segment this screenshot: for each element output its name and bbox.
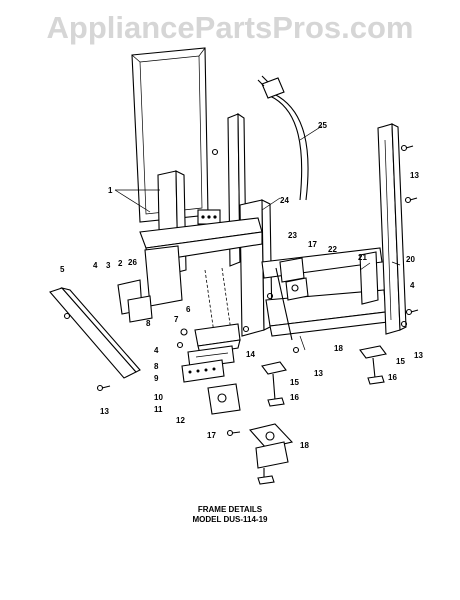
callout-label: 7 [174, 315, 179, 324]
callout-label: 17 [308, 240, 317, 249]
bottom-bracket-part [248, 423, 294, 485]
callout-label: 12 [176, 416, 185, 425]
callout-label: 13 [414, 351, 423, 360]
callout-label: 13 [410, 171, 419, 180]
callout-label: 15 [396, 357, 405, 366]
side-rail-part [377, 123, 407, 335]
callout-label: 8 [146, 319, 151, 328]
callout-label: 3 [106, 261, 111, 270]
callout-label: 25 [318, 121, 327, 130]
callout-label: 17 [207, 431, 216, 440]
callout-label: 22 [328, 245, 337, 254]
callout-label: 14 [246, 350, 255, 359]
callout-label: 13 [314, 369, 323, 378]
callout-label: 4 [410, 281, 415, 290]
left-bracket-part [117, 279, 153, 323]
terminal-block-part [181, 359, 225, 383]
callout-label: 8 [154, 362, 159, 371]
right-rail-part [261, 247, 389, 341]
callout-label: 11 [154, 405, 163, 414]
watermark-logo: AppliancePartsPros.com [46, 10, 414, 45]
screws-part [63, 144, 419, 437]
diagram-caption: FRAME DETAILS MODEL DUS-114-19 [160, 505, 300, 525]
callout-label: 6 [186, 305, 191, 314]
callout-label: 2 [118, 259, 123, 268]
callout-label: 21 [358, 253, 367, 262]
callout-labels: 1 2 3 4 26 5 6 7 8 4 8 9 10 11 12 13 14 … [60, 121, 423, 450]
cross-frame-part [139, 217, 263, 341]
power-cord-part [257, 75, 309, 201]
callout-label: 4 [154, 346, 159, 355]
hinge-assembly-part [207, 383, 241, 415]
caption-model: MODEL DUS-114-19 [192, 515, 268, 524]
leveling-leg-part [261, 345, 387, 407]
callout-label: 15 [290, 378, 299, 387]
callout-label: 18 [334, 344, 343, 353]
callout-label: 18 [300, 441, 309, 450]
callout-label: 10 [154, 393, 163, 402]
callout-label: 13 [100, 407, 109, 416]
bracket-part [279, 257, 309, 301]
callout-label: 26 [128, 258, 137, 267]
callout-label: 4 [93, 261, 98, 270]
callout-label: 9 [154, 374, 159, 383]
caption-title: FRAME DETAILS [197, 505, 263, 514]
callout-label: 24 [280, 196, 289, 205]
callout-label: 5 [60, 265, 65, 274]
callout-label: 16 [290, 393, 299, 402]
callout-label: 16 [388, 373, 397, 382]
leader-lines [114, 125, 401, 351]
kick-plate-part [49, 287, 141, 379]
callout-label: 20 [406, 255, 415, 264]
callout-label: 1 [108, 186, 113, 195]
callout-label: 23 [288, 231, 297, 240]
